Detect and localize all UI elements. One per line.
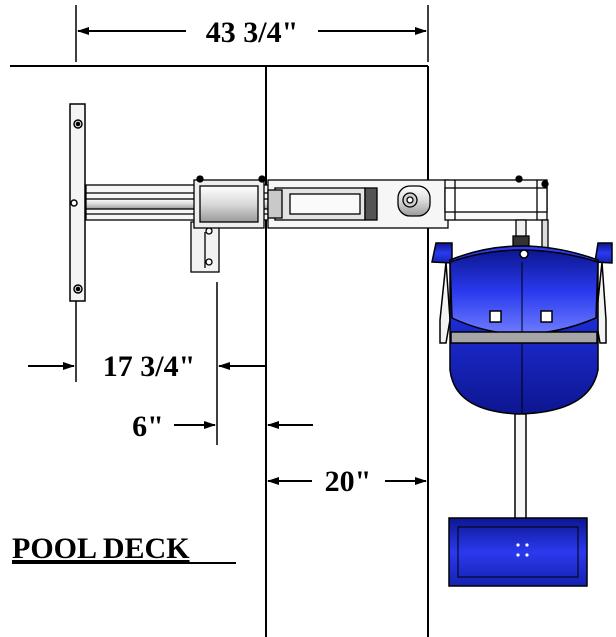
pool-deck-label: POOL DECK [12, 532, 190, 565]
mount-offset-label: 17 3/4" [103, 350, 196, 383]
edge-offset-dimension: 6" [132, 410, 313, 443]
overall-width-label: 43 3/4" [206, 16, 299, 49]
lift-arm [85, 175, 549, 273]
deck-width-dimension: 20" [267, 465, 427, 498]
anchor-plate [69, 103, 86, 302]
footrest [448, 413, 588, 587]
edge-offset-label: 6" [132, 410, 164, 443]
deck-width-label: 20" [325, 465, 372, 498]
mount-offset-dimension: 17 3/4" [28, 282, 266, 445]
overall-width-dimension: 43 3/4" [75, 5, 429, 62]
lift-seat [431, 242, 613, 415]
deck-outline [10, 65, 429, 637]
